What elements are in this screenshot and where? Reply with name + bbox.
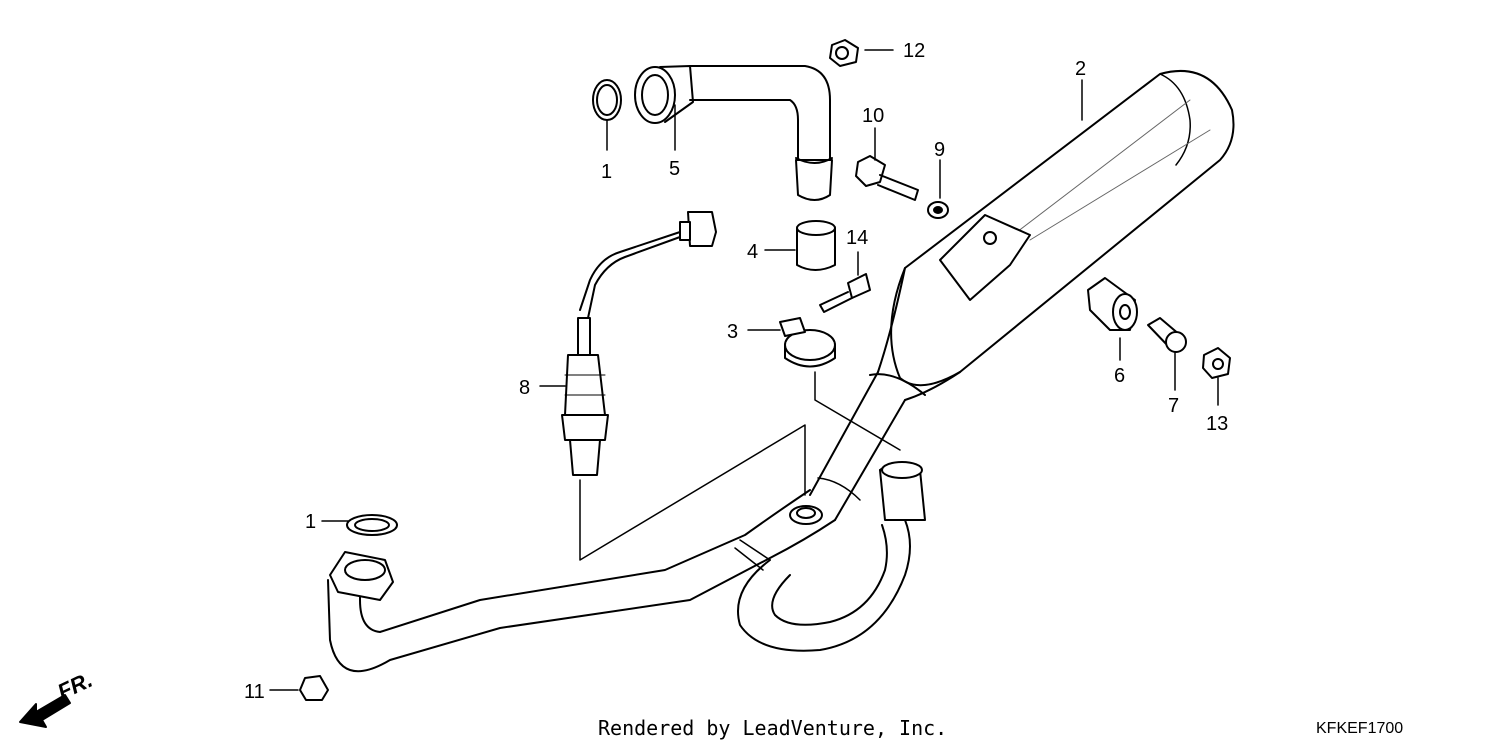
- callout-10: 10: [862, 105, 884, 127]
- callout-1-lower: 1: [305, 511, 316, 533]
- callout-7: 7: [1168, 395, 1179, 417]
- bolt-14: [819, 273, 871, 313]
- callout-1-upper: 1: [601, 161, 612, 183]
- front-arrow-icon: [19, 694, 71, 728]
- muffler: [877, 69, 1235, 401]
- callout-8: 8: [519, 377, 530, 399]
- clamp: [779, 317, 836, 368]
- render-credit: Rendered by LeadVenture, Inc.: [598, 716, 948, 740]
- leader-lines: [269, 49, 1219, 691]
- collar: [1147, 317, 1187, 353]
- nut-11: [299, 675, 329, 701]
- callout-12: 12: [903, 40, 925, 62]
- callout-6: 6: [1114, 365, 1125, 387]
- callout-13: 13: [1206, 413, 1228, 435]
- callout-11: 11: [244, 681, 265, 703]
- callout-9: 9: [934, 139, 945, 161]
- callout-2: 2: [1075, 58, 1086, 80]
- callout-4: 4: [747, 241, 758, 263]
- callout-3: 3: [727, 321, 738, 343]
- callout-14: 14: [846, 227, 868, 249]
- oxygen-sensor: [561, 211, 717, 476]
- nut-12: [829, 39, 859, 67]
- rubber-mount: [1087, 277, 1138, 331]
- nut-13: [1202, 347, 1231, 379]
- callout-5: 5: [669, 158, 680, 180]
- joint-pipe: [634, 65, 833, 201]
- exhaust-pipe: [327, 371, 926, 673]
- diagram-code: KFKEF1700: [1316, 720, 1404, 737]
- bolt-10: [855, 155, 919, 201]
- sleeve: [796, 220, 836, 271]
